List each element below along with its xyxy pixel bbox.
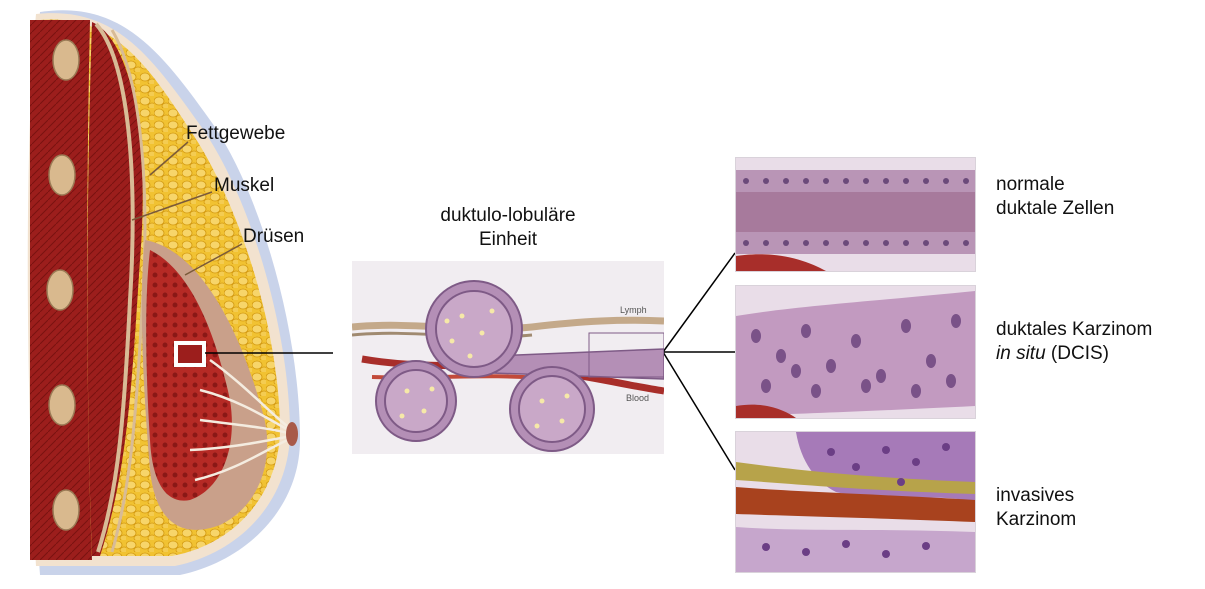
inset-label-lymph: Lymph: [620, 305, 647, 315]
unit-caption: duktulo-lobuläre Einheit: [398, 204, 618, 252]
stage-label-invasive-line2: Karzinom: [996, 508, 1076, 532]
label-fettgewebe: Fettgewebe: [186, 122, 285, 146]
stage-label-dcis-line2: in situ (DCIS): [996, 342, 1152, 366]
panel-dcis: [735, 285, 976, 419]
stage-label-dcis-insitu: in situ: [996, 343, 1046, 364]
label-muskel: Muskel: [214, 174, 274, 198]
stage-label-invasive: invasives Karzinom: [996, 484, 1076, 532]
stage-label-invasive-line1: invasives: [996, 484, 1076, 508]
breast-cross-section-illustration: [0, 0, 340, 580]
stage-label-normal-line1: normale: [996, 173, 1114, 197]
stage-label-dcis: duktales Karzinom in situ (DCIS): [996, 318, 1152, 366]
normal-duct-illustration: [736, 158, 975, 271]
stage-label-dcis-abbrev: (DCIS): [1046, 343, 1109, 364]
unit-caption-line1: duktulo-lobuläre: [398, 204, 618, 228]
unit-caption-line2: Einheit: [398, 228, 618, 252]
ductulo-lobular-unit-illustration: Lymph Blood: [352, 261, 664, 454]
panel-normal-ductal-cells: [735, 157, 976, 272]
stage-label-dcis-line1: duktales Karzinom: [996, 318, 1152, 342]
inset-label-blood: Blood: [626, 393, 649, 403]
label-druesen: Drüsen: [243, 225, 304, 249]
stage-label-normal-line2: duktale Zellen: [996, 197, 1114, 221]
panel-invasive-carcinoma: [735, 431, 976, 573]
stage-label-normal: normale duktale Zellen: [996, 173, 1114, 221]
dcis-illustration: [736, 286, 975, 418]
invasive-carcinoma-illustration: [736, 432, 975, 572]
